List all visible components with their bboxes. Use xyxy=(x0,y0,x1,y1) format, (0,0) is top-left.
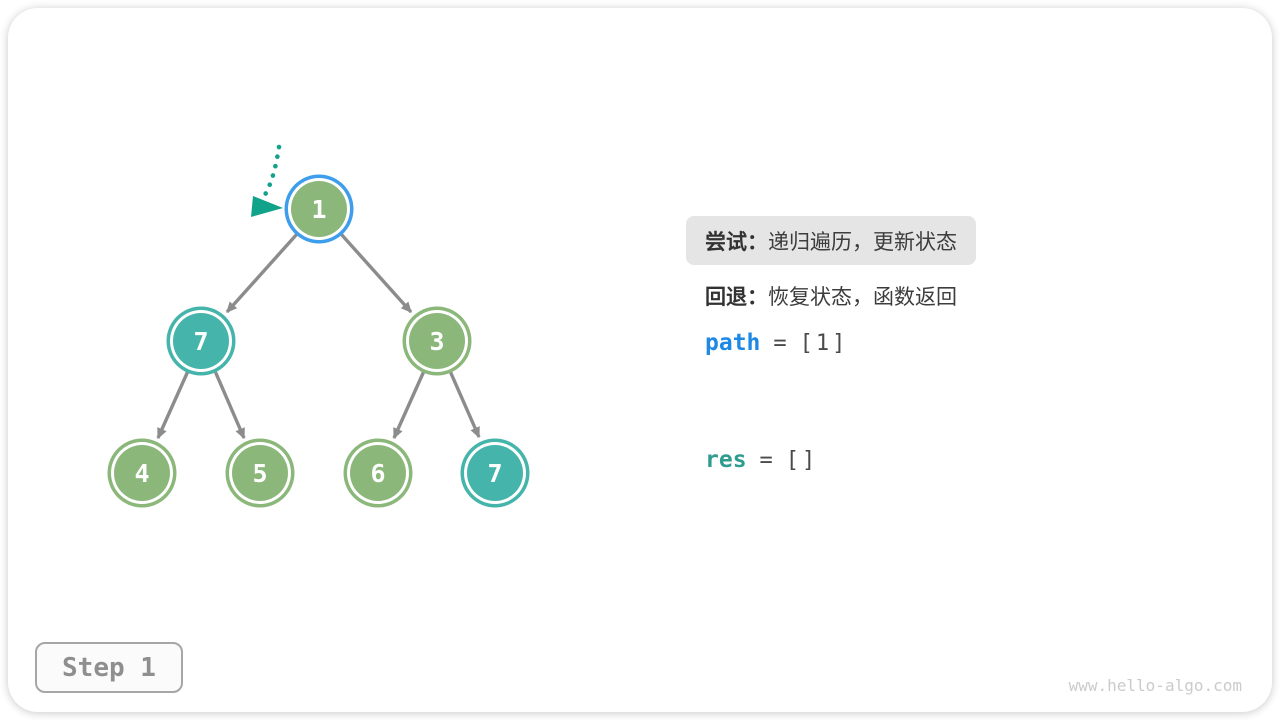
res-variable-line: res = [] xyxy=(705,447,818,473)
back-text: 恢复状态，函数返回 xyxy=(768,286,957,309)
tree-node-7-left: 7 xyxy=(173,313,229,369)
tree-node-5: 5 xyxy=(232,445,288,501)
try-callout: 尝试：递归遍历，更新状态 xyxy=(686,216,976,265)
path-variable-line: path = [1] xyxy=(705,330,848,356)
path-equals-sign: = xyxy=(773,331,787,356)
back-callout: 回退：恢复状态，函数返回 xyxy=(705,281,957,311)
back-label: 回退： xyxy=(705,286,768,309)
res-equals-sign: = xyxy=(759,448,773,473)
path-variable-name: path xyxy=(705,330,761,356)
path-variable-value: [1] xyxy=(799,331,849,356)
res-variable-name: res xyxy=(705,447,747,473)
tree-node-1-current: 1 xyxy=(291,181,347,237)
try-text: 递归遍历，更新状态 xyxy=(768,230,957,254)
tree-node-6: 6 xyxy=(350,445,406,501)
res-variable-value: [] xyxy=(785,448,819,473)
watermark-url: www.hello-algo.com xyxy=(1068,676,1242,695)
step-badge-label: Step 1 xyxy=(62,652,156,683)
try-label: 尝试： xyxy=(705,230,768,254)
tree-node-3: 3 xyxy=(409,313,465,369)
step-badge: Step 1 xyxy=(35,642,183,693)
tree-node-4: 4 xyxy=(114,445,170,501)
tree-node-7-right: 7 xyxy=(467,445,523,501)
